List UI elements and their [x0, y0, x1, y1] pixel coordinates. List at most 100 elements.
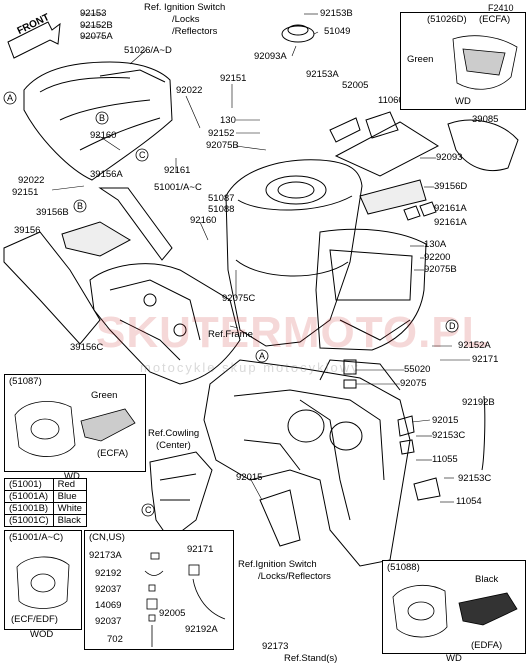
- marker-d-1-label[interactable]: D: [449, 321, 456, 331]
- inset-51026d: (51026D) (ECFA) Green WD: [400, 12, 526, 110]
- inset-51088-drawing: [392, 584, 518, 638]
- part-92161[interactable]: 92161: [164, 165, 191, 176]
- ref-ignition-bottom-2: /Locks/Reflectors: [258, 571, 331, 582]
- inset-part-right[interactable]: 92171: [187, 544, 214, 555]
- inset-cn-us-drawing: [144, 552, 226, 647]
- part-39156c[interactable]: 39156C: [70, 342, 104, 353]
- panel-39156b: [61, 221, 132, 257]
- diagram-code: F2410: [488, 3, 514, 13]
- part-92075b-a[interactable]: 92075B: [206, 140, 239, 151]
- part-130a[interactable]: 130A: [424, 239, 447, 250]
- part-39156a[interactable]: 39156A: [90, 169, 123, 180]
- part-92075[interactable]: 92075: [400, 378, 427, 389]
- panel-39156: [3, 231, 101, 345]
- part-92160-b[interactable]: 92160: [190, 215, 217, 226]
- part-92161a-2[interactable]: 92161A: [434, 217, 467, 228]
- part-92153c-b[interactable]: 92153C: [458, 473, 492, 484]
- watermark: SKUTERMOTO.PL: [96, 308, 490, 357]
- part-92171[interactable]: 92171: [472, 354, 499, 365]
- marker-a-1-label[interactable]: A: [7, 93, 14, 103]
- color-row: (51001)Red: [4, 478, 87, 491]
- inset-51087-color: Green: [91, 390, 118, 401]
- ref-stand[interactable]: Ref.Stand(s): [284, 653, 338, 664]
- marker-b-1: [95, 111, 109, 125]
- part-92200[interactable]: 92200: [424, 252, 451, 263]
- part-39156b[interactable]: 39156B: [36, 207, 69, 218]
- ref-cowling[interactable]: Ref.Cowling: [148, 428, 200, 439]
- marker-c-2-label[interactable]: C: [145, 505, 152, 515]
- inset-cn-us: (CN,US) 92173A 92192 92037 14069 92037 7…: [84, 530, 234, 650]
- part-92022-b[interactable]: 92022: [18, 175, 45, 186]
- ref-frame[interactable]: Ref.Frame: [208, 329, 253, 340]
- marker-b-2: [73, 199, 87, 213]
- part-92075a[interactable]: 92075A: [80, 31, 113, 42]
- under-cover-39156c: [89, 263, 241, 385]
- marker-c-1: [135, 148, 149, 162]
- part-39156[interactable]: 39156: [14, 225, 41, 236]
- part-92161a-1[interactable]: 92161A: [434, 203, 467, 214]
- part-92173-b[interactable]: 92173: [262, 641, 289, 652]
- part-92015-a[interactable]: 92015: [432, 415, 459, 426]
- part-11060[interactable]: 11060: [378, 95, 404, 106]
- inset-part-right[interactable]: 92192A: [185, 624, 218, 635]
- inset-51087: (51087) Green (ECFA): [4, 374, 146, 472]
- part-51026[interactable]: 51026/A~D: [124, 45, 172, 56]
- part-92153b[interactable]: 92153B: [320, 8, 353, 19]
- part-92153c-a[interactable]: 92153C: [432, 430, 466, 441]
- part-11055[interactable]: 11055: [432, 454, 458, 465]
- color-row-color: Blue: [52, 490, 87, 503]
- inset-part[interactable]: 92037: [95, 616, 122, 627]
- ref-cowling-2: (Center): [156, 440, 191, 451]
- inset-part[interactable]: 14069: [95, 600, 122, 611]
- part-51049[interactable]: 51049: [324, 26, 351, 37]
- part-92151-b[interactable]: 92151: [12, 187, 39, 198]
- inset-51088-color: Black: [475, 574, 499, 585]
- hose-92192b: [481, 395, 486, 471]
- marker-b-2-label[interactable]: B: [77, 201, 84, 211]
- part-51088[interactable]: 51088: [208, 204, 235, 215]
- part-92152b[interactable]: 92152B: [80, 20, 113, 31]
- panel-39156a: [98, 187, 173, 261]
- inset-part-right[interactable]: 92005: [159, 608, 186, 619]
- cover-39085: [447, 119, 519, 172]
- part-55020[interactable]: 55020: [404, 364, 431, 375]
- part-92152[interactable]: 92152: [208, 128, 235, 139]
- inset-part[interactable]: 92192: [95, 568, 122, 579]
- marker-b-1-label[interactable]: B: [99, 113, 106, 123]
- part-92153[interactable]: 92153: [80, 8, 107, 19]
- part-92015-b[interactable]: 92015: [236, 472, 263, 483]
- marker-a-2-label[interactable]: A: [259, 351, 266, 361]
- part-52005[interactable]: 52005: [342, 80, 369, 91]
- inset-51087-code: WD: [64, 471, 80, 482]
- part-92192b[interactable]: 92192B: [462, 397, 495, 408]
- part-92093a[interactable]: 92093A: [254, 51, 287, 62]
- inset-51088-code: WD: [446, 653, 462, 664]
- part-92152a[interactable]: 92152A: [458, 340, 491, 351]
- inset-part[interactable]: 92037: [95, 584, 122, 595]
- part-130-a[interactable]: 130: [220, 115, 236, 126]
- part-39085[interactable]: 39085: [472, 114, 499, 125]
- ref-ignition-top[interactable]: Ref. Ignition Switch: [144, 2, 226, 13]
- part-39156d[interactable]: 39156D: [434, 181, 468, 192]
- inset-part[interactable]: 702: [107, 634, 123, 645]
- inset-51026d-market: (ECFA): [479, 14, 511, 25]
- ref-ignition-bottom[interactable]: Ref.Ignition Switch: [238, 559, 317, 570]
- ref-ignition-top-2: /Locks: [172, 14, 200, 25]
- part-92160-a[interactable]: 92160: [90, 130, 117, 141]
- part-92153a[interactable]: 92153A: [306, 69, 339, 80]
- part-51001[interactable]: 51001/A~C: [154, 182, 202, 193]
- clamps: [397, 415, 441, 501]
- part-92151-a[interactable]: 92151: [220, 73, 247, 84]
- part-92093[interactable]: 92093: [436, 152, 463, 163]
- frame: [203, 359, 411, 567]
- part-11054[interactable]: 11054: [456, 496, 482, 507]
- part-92075c[interactable]: 92075C: [222, 293, 256, 304]
- inset-part[interactable]: 92173A: [89, 550, 122, 561]
- part-92075b-b[interactable]: 92075B: [424, 264, 457, 275]
- watermark-subtitle: motocykle skup motocyklowy: [140, 360, 360, 375]
- marker-c-1-label[interactable]: C: [139, 150, 146, 160]
- part-51087[interactable]: 51087: [208, 193, 235, 204]
- color-row-part: (51001B): [4, 502, 54, 515]
- part-92022-a[interactable]: 92022: [176, 85, 203, 96]
